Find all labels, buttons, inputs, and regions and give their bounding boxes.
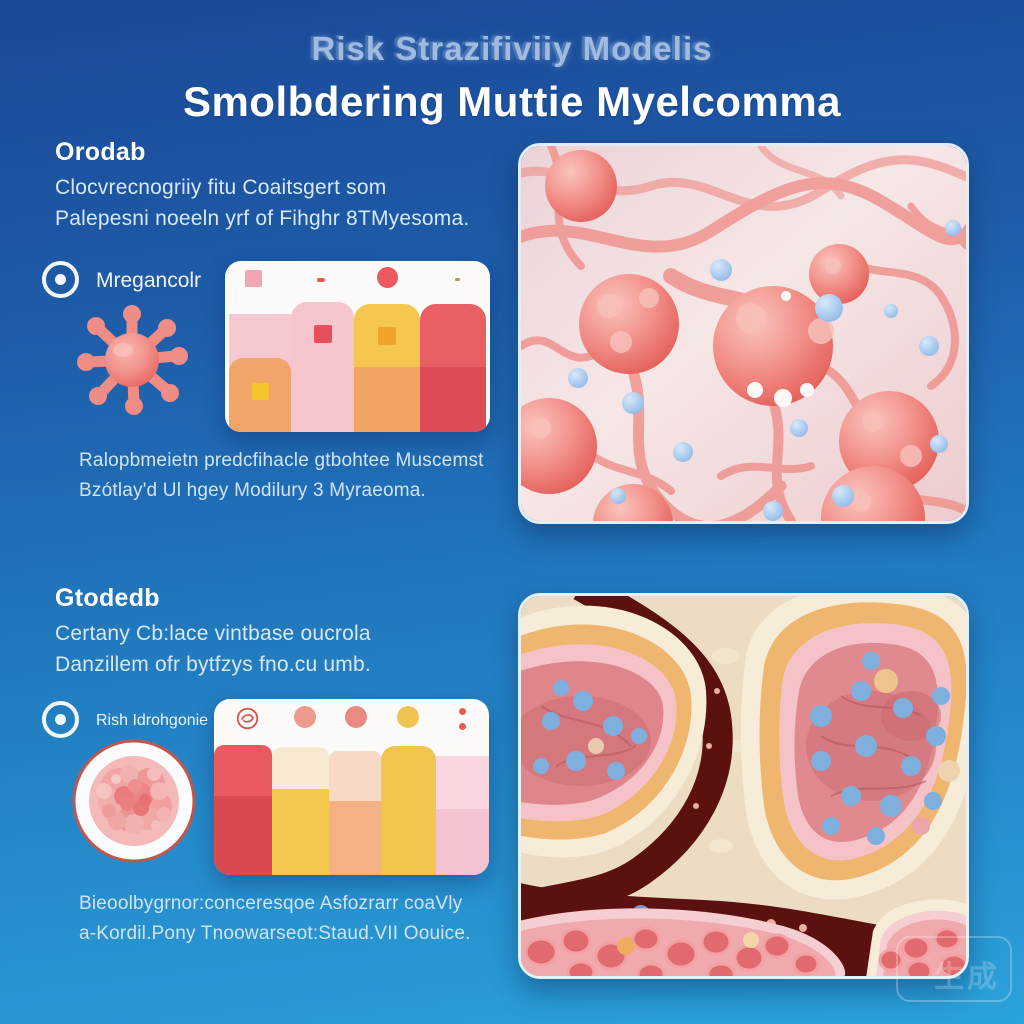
section2-body-line2: Danzillem ofr bytfzys fno.cu umb.: [55, 653, 371, 676]
bar-segment: [214, 796, 272, 875]
myeloma-cells-illustration-panel: [518, 143, 969, 524]
bone-marrow-cross-section-illustration: [521, 596, 966, 976]
card-header-dash-icon: [317, 278, 325, 282]
section2-caption-line1: Bieoolbygrnor:conceresqoe Asfozrarr coaV…: [79, 893, 463, 914]
page-subtitle: Smolbdering Muttie Myelcomma: [182, 78, 842, 125]
bar-segment: [436, 809, 489, 875]
card-header-circle-icon: [397, 706, 419, 728]
section1-body-line2: Palepesni noeeln yrf of Fihghr 8TMyesoma…: [55, 207, 470, 230]
card-header-circle-icon: [377, 267, 398, 288]
section2-caption-line2: a-Kordil.Pony Tnoowarseot:Staud.VII Ooui…: [79, 923, 471, 944]
bar-segment: [329, 801, 381, 875]
bar-segment: [291, 302, 354, 432]
card-header-dash-icon: [455, 278, 460, 281]
card-header-circle-icon: [345, 706, 367, 728]
bar-segment: [272, 789, 329, 875]
card2-bars: [214, 699, 489, 875]
section1-caption-line2: Bzótlay'd Ul hgey Modilury 3 Myraeoma.: [79, 480, 427, 501]
card1-header: [225, 261, 490, 432]
molecular-network-illustration: [521, 146, 966, 521]
ai-watermark-badge: 生成: [896, 936, 1012, 1002]
bar-marker: [313, 325, 332, 343]
section1-body-line1: Clocvrecnogriiy fitu Coaitsgert som: [55, 176, 387, 199]
section2-body-line1: Certany Cb:lace vintbase oucrola: [55, 622, 371, 645]
bar-segment: [420, 367, 486, 432]
ring-inner-dot: [55, 274, 66, 285]
card-header-scribble-icon: [236, 707, 259, 730]
card-header-square-icon: [245, 270, 262, 287]
card2-header: [214, 699, 489, 875]
section1-heading: Orodab: [55, 138, 146, 166]
bar-segment: [381, 746, 436, 875]
section1-bullet-label: Mregancolr: [96, 269, 202, 292]
myeloma-cell-icon: [77, 305, 188, 415]
card1-bars: [225, 261, 490, 432]
page-title: Risk Strazifiviiy Modelis: [311, 30, 713, 67]
bar-marker: [378, 327, 396, 345]
section2-bullet-label: Rish Idrohgonie: [96, 712, 209, 729]
section1-caption-line1: Ralopbmeietn predcfihacle gtbohtee Musce…: [79, 450, 484, 471]
risk-model-card-1: [225, 261, 490, 432]
bone-marrow-illustration-panel: [518, 593, 969, 979]
card-header-circle-icon: [294, 706, 316, 728]
card-header-dot-icon: [459, 708, 466, 715]
card-header-dot-icon: [459, 723, 466, 730]
risk-model-card-2: [214, 699, 489, 875]
bar-marker: [251, 383, 269, 400]
bar-segment: [354, 367, 420, 432]
ai-watermark-text: 生成: [934, 961, 1000, 994]
ring-inner-dot: [55, 714, 66, 725]
cell-colony-dish-icon: [72, 739, 196, 863]
section2-heading: Gtodedb: [55, 584, 160, 612]
ring-dot-icon: [42, 701, 79, 738]
ring-dot-icon: [42, 261, 79, 298]
